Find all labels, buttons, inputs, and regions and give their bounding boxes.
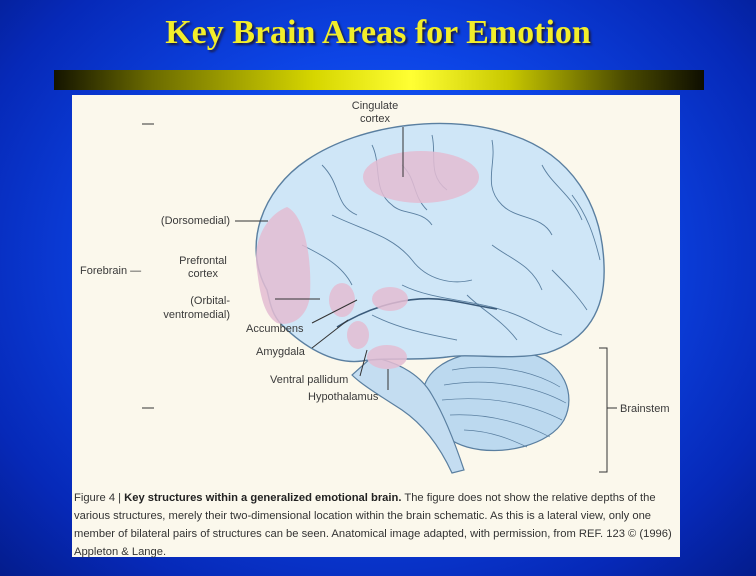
title-divider-bar (54, 70, 704, 90)
brain-diagram (72, 95, 680, 557)
label-brainstem: Brainstem (620, 403, 670, 415)
label-prefrontal-line2: cortex (170, 268, 236, 280)
label-orbital-line2: ventromedial) (142, 309, 230, 321)
figure-caption: Figure 4 | Key structures within a gener… (74, 489, 678, 561)
label-ventral-pallidum: Ventral pallidum (270, 374, 348, 386)
caption-title: Key structures within a generalized emot… (124, 492, 401, 504)
label-cingulate-line1: Cingulate (335, 100, 415, 112)
label-amygdala: Amygdala (256, 346, 305, 358)
label-cingulate-line2: cortex (335, 113, 415, 125)
label-hypothalamus: Hypothalamus (308, 391, 378, 403)
slide-title: Key Brain Areas for Emotion (0, 14, 756, 52)
hypothalamus-region (367, 345, 407, 369)
cingulate-region (363, 151, 479, 203)
caption-lead: Figure 4 | (74, 492, 124, 504)
accumbens-region (372, 287, 408, 311)
amygdala-region (347, 321, 369, 349)
figure-panel: Cingulate cortex (Dorsomedial) Forebrain… (72, 95, 680, 557)
label-accumbens: Accumbens (246, 323, 303, 335)
label-forebrain: Forebrain — (80, 265, 141, 277)
label-orbital-line1: (Orbital- (162, 295, 230, 307)
label-dorsomedial: (Dorsomedial) (142, 215, 230, 227)
label-prefrontal-line1: Prefrontal (170, 255, 236, 267)
